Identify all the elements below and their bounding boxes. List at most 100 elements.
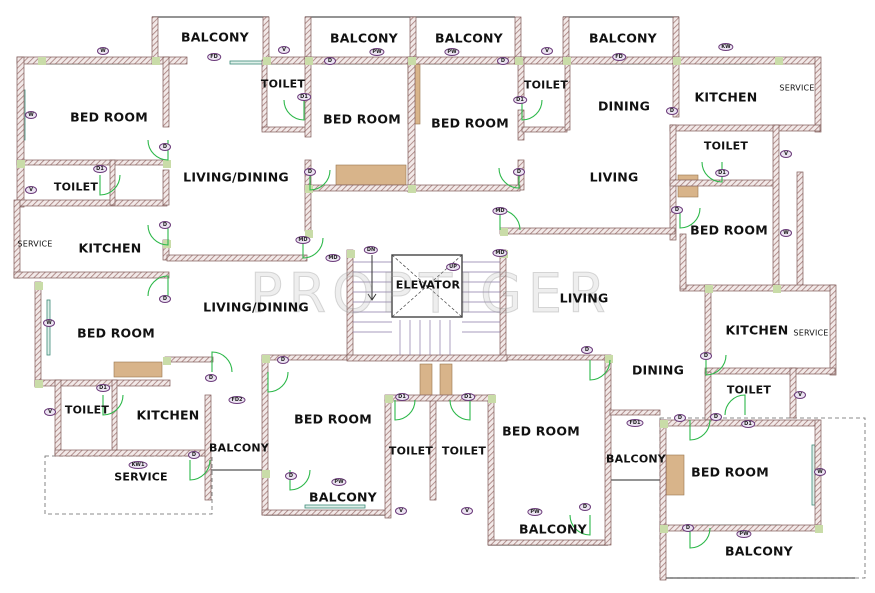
- opening-tag: D1: [461, 393, 475, 401]
- room-label-toilet: TOILET: [441, 444, 487, 458]
- column: [773, 285, 781, 293]
- column: [660, 525, 668, 533]
- wardrobe: [439, 363, 453, 400]
- opening-tag: V: [25, 186, 37, 194]
- wall: [261, 354, 353, 361]
- wall: [151, 16, 159, 65]
- window: [304, 504, 366, 509]
- room-label-balcony: BALCONY: [209, 441, 269, 455]
- opening-tag: PW: [369, 48, 385, 56]
- room-label-balcony: BALCONY: [606, 452, 666, 466]
- opening-tag: V: [278, 46, 290, 54]
- wall: [164, 356, 214, 363]
- wall: [261, 359, 269, 516]
- room-label-balcony: BALCONY: [181, 29, 249, 45]
- door-swing: [99, 174, 121, 196]
- wall: [261, 59, 268, 131]
- room-label-service: SERVICE: [793, 328, 829, 338]
- door-swing: [302, 237, 324, 259]
- wall: [604, 354, 612, 546]
- opening-tag: W: [43, 319, 55, 327]
- column: [347, 250, 355, 258]
- room-label-balcony: BALCONY: [725, 543, 793, 559]
- opening-tag: D: [700, 352, 712, 360]
- stair-arrow-head: [367, 293, 377, 301]
- room-label-bed-room: BED ROOM: [502, 423, 580, 439]
- room-label-dining: DINING: [597, 98, 651, 114]
- opening-tag: D: [579, 503, 591, 511]
- opening-tag: FD2: [228, 396, 246, 404]
- opening-tag: V: [461, 507, 473, 515]
- room-label-kitchen: KITCHEN: [136, 407, 200, 423]
- room-label-balcony: BALCONY: [330, 30, 398, 46]
- opening-tag: D: [497, 57, 509, 65]
- room-label-bed-room: BED ROOM: [691, 464, 769, 480]
- door-swing: [267, 371, 289, 393]
- wall: [111, 379, 118, 451]
- door-swing: [589, 359, 611, 381]
- opening-tag: V: [44, 408, 56, 416]
- wall: [204, 394, 212, 501]
- opening-tag: MD: [325, 254, 341, 262]
- opening-tag: PW: [444, 48, 460, 56]
- column: [35, 380, 43, 388]
- opening-tag: D: [285, 472, 297, 480]
- opening-tag: FD: [207, 53, 221, 61]
- column: [38, 57, 46, 65]
- door-swing: [211, 351, 233, 373]
- room-label-elevator: ELEVATOR: [395, 278, 461, 292]
- column: [705, 285, 713, 293]
- wall: [16, 199, 168, 207]
- room-label-balcony: BALCONY: [589, 30, 657, 46]
- column: [515, 57, 523, 65]
- opening-tag: D: [671, 206, 683, 214]
- room-label-bed-room: BED ROOM: [323, 111, 401, 127]
- opening-tag: D: [304, 168, 316, 176]
- wall: [16, 56, 25, 208]
- wall: [261, 126, 308, 133]
- room-label-balcony: BALCONY: [435, 30, 503, 46]
- room-label-toilet: TOILET: [703, 139, 749, 153]
- room-label-balcony: BALCONY: [519, 521, 587, 537]
- opening-tag: MD: [295, 236, 311, 244]
- opening-tag: KW1: [128, 461, 148, 469]
- wall: [54, 379, 62, 456]
- room-label-toilet: TOILET: [53, 180, 99, 194]
- wall: [659, 419, 667, 581]
- door-swing: [102, 394, 124, 416]
- door-swing: [449, 399, 471, 421]
- door-swing: [689, 527, 711, 549]
- wall: [609, 409, 661, 416]
- opening-tag: D: [324, 57, 336, 65]
- room-label-living: LIVING: [559, 290, 609, 306]
- opening-tag: D: [188, 451, 200, 459]
- wall: [521, 126, 568, 133]
- opening-tag: D: [674, 414, 686, 422]
- wall: [829, 284, 837, 376]
- opening-tag: V: [780, 150, 792, 158]
- room-label-toilet: TOILET: [388, 444, 434, 458]
- wall: [499, 354, 606, 361]
- wall: [669, 124, 821, 132]
- room-label-bed-room: BED ROOM: [294, 411, 372, 427]
- opening-tag: MD: [492, 249, 508, 257]
- wall: [384, 399, 392, 519]
- wall: [487, 394, 495, 546]
- room-label-service: SERVICE: [779, 83, 815, 93]
- opening-tag: D1: [93, 165, 107, 173]
- column: [673, 57, 681, 65]
- opening-tag: D: [277, 356, 289, 364]
- room-label-service: SERVICE: [114, 470, 168, 484]
- wall: [267, 56, 309, 65]
- wall: [304, 190, 312, 232]
- wardrobe: [113, 361, 163, 378]
- door-swing: [309, 169, 331, 191]
- room-label-bed-room: BED ROOM: [431, 115, 509, 131]
- opening-tag: D1: [297, 93, 311, 101]
- wall: [407, 56, 416, 193]
- door-swing: [569, 514, 591, 536]
- room-label-toilet: TOILET: [64, 403, 110, 417]
- column: [408, 185, 416, 193]
- opening-tag: D: [581, 346, 593, 354]
- column: [408, 57, 416, 65]
